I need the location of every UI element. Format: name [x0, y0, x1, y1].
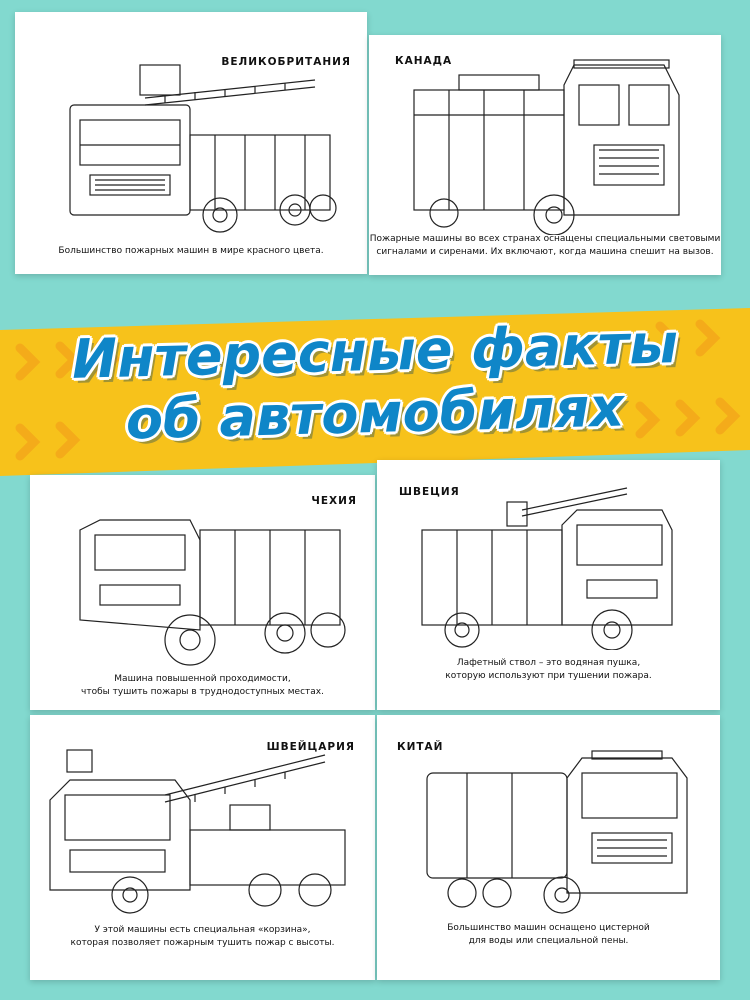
fire-truck-ladder-icon: [55, 60, 345, 240]
fire-truck-tanker-icon: [422, 743, 702, 918]
caption-line: Большинство машин оснащено цистерной: [447, 923, 650, 933]
caption-line: чтобы тушить пожары в труднодоступных ме…: [81, 687, 324, 697]
country-label: ЧЕХИЯ: [311, 495, 357, 507]
country-label: ШВЕЙЦАРИЯ: [266, 741, 355, 753]
title-banner: Интересные факты об автомобилях: [0, 308, 750, 478]
country-label: ШВЕЦИЯ: [399, 486, 460, 498]
caption-line: Лафетный ствол – это водяная пушка,: [456, 658, 641, 668]
caption-line: Большинство пожарных машин в мире красно…: [58, 246, 324, 256]
page-china: КИТАЙ Большинство машин оснащено цистерн…: [377, 715, 720, 980]
caption-line: сигналами и сиренами. Их включают, когда…: [376, 247, 714, 257]
caption-line: У этой машины есть специальная «корзина»…: [94, 925, 311, 935]
caption-line: Пожарные машины во всех странах оснащены…: [369, 234, 721, 244]
caption-line: для воды или специальной пены.: [468, 936, 629, 946]
page-switzerland: ШВЕЙЦАРИЯ У этой машины есть специальная…: [30, 715, 375, 980]
caption-line: которая позволяет пожарным тушить пожар …: [70, 938, 335, 948]
country-label: КАНАДА: [395, 55, 453, 67]
caption: Лафетный ствол – это водяная пушка, кото…: [377, 657, 720, 683]
caption: Пожарные машины во всех странах оснащены…: [369, 233, 721, 259]
country-label: КИТАЙ: [397, 741, 444, 753]
caption: Большинство пожарных машин в мире красно…: [15, 245, 367, 258]
caption: Машина повышенной проходимости, чтобы ту…: [30, 673, 375, 699]
fire-truck-aerial-icon: [45, 740, 355, 920]
page-canada: КАНАДА Пожарные машины во всех странах о…: [369, 35, 721, 275]
fire-truck-pumper-icon: [404, 55, 699, 235]
fire-truck-monitor-icon: [412, 480, 682, 650]
caption-line: которую используют при тушении пожара.: [445, 671, 652, 681]
page-great-britain: ВЕЛИКОБРИТАНИЯ Большинство пожарных маши…: [15, 12, 367, 274]
country-label: ВЕЛИКОБРИТАНИЯ: [221, 56, 351, 68]
caption: Большинство машин оснащено цистерной для…: [377, 922, 720, 948]
page-sweden: ШВЕЦИЯ Лафетный ствол – это водяная пушк…: [377, 460, 720, 710]
fire-truck-offroad-icon: [70, 500, 350, 670]
caption: У этой машины есть специальная «корзина»…: [30, 924, 375, 950]
page-czech: ЧЕХИЯ Машина повышенной проходимости, чт…: [30, 475, 375, 710]
banner-background: [0, 308, 750, 476]
caption-line: Машина повышенной проходимости,: [114, 674, 291, 684]
